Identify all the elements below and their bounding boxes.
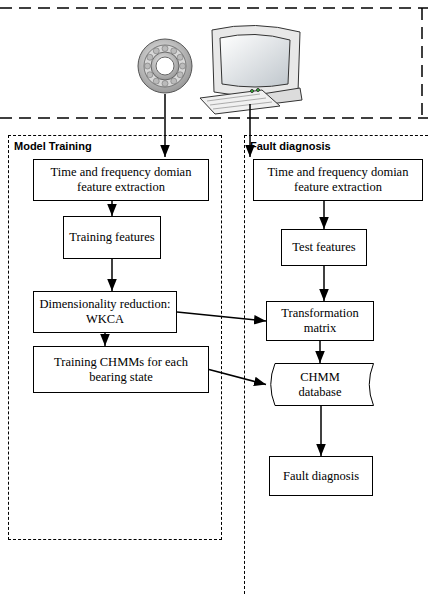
box-label: Time and frequency domian feature extrac… xyxy=(39,165,203,195)
box-label: Fault diagnosis xyxy=(283,469,359,484)
process-box: Transformation matrix xyxy=(266,301,374,341)
process-box: Time and frequency domian feature extrac… xyxy=(33,159,209,201)
group-heading: Model Training xyxy=(14,140,92,152)
group-region: Fault diagnosisTime and frequency domian… xyxy=(244,135,428,594)
bearing-icon xyxy=(138,39,192,93)
input-arrow xyxy=(165,94,250,157)
flow-arrow xyxy=(111,259,113,291)
dashed-separator xyxy=(0,8,428,118)
database-shape: CHMM database xyxy=(266,363,374,406)
box-label: Time and frequency domian feature extrac… xyxy=(259,165,417,195)
flow-arrow xyxy=(320,406,322,456)
box-label: Dimensionality reduction: WKCA xyxy=(39,297,171,327)
box-label: CHMM database xyxy=(278,370,362,400)
flow-arrow xyxy=(323,201,325,229)
process-box: Training CHMMs for each bearing state xyxy=(33,346,209,393)
flow-arrow xyxy=(104,333,106,346)
box-label: Training CHMMs for each bearing state xyxy=(39,355,203,385)
process-box: Dimensionality reduction: WKCA xyxy=(33,291,177,333)
flow-arrow xyxy=(323,266,325,301)
process-box: Test features xyxy=(281,229,367,266)
box-label: Transformation matrix xyxy=(272,306,368,336)
process-box: Fault diagnosis xyxy=(269,456,373,496)
flow-arrow xyxy=(319,341,321,363)
process-box: Time and frequency domian feature extrac… xyxy=(253,159,423,201)
group-heading: Fault diagnosis xyxy=(250,140,331,152)
flow-arrow xyxy=(111,201,113,216)
group-region: Model TrainingTime and frequency domian … xyxy=(8,135,222,540)
box-label: Training features xyxy=(69,230,154,245)
box-label: Test features xyxy=(292,240,355,255)
flow-arrow xyxy=(209,370,266,385)
computer-icon xyxy=(200,25,302,114)
process-box: Training features xyxy=(63,216,161,259)
